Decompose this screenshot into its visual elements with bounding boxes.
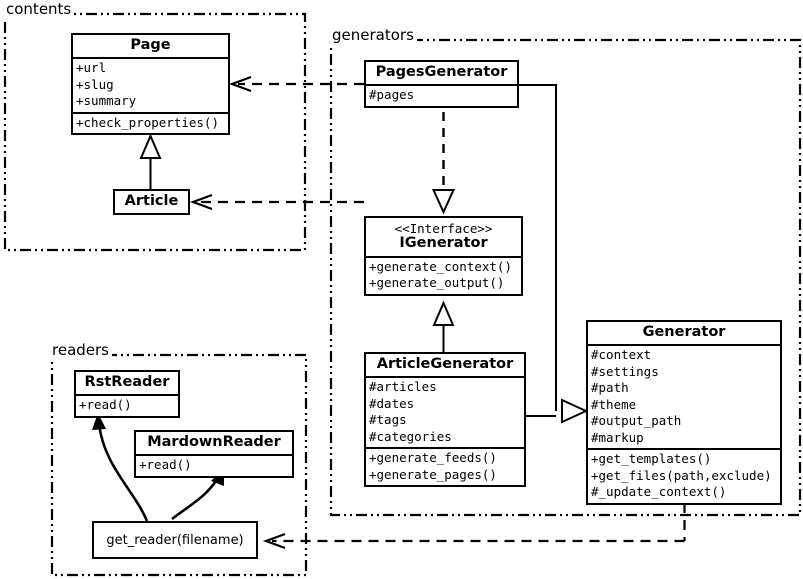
- class-box-page[interactable]: Page +url +slug +summary +check_properti…: [71, 33, 230, 136]
- class-box-mardownreader[interactable]: MardownReader +read(): [134, 430, 294, 478]
- attribute: #output_path: [591, 413, 682, 429]
- method: +get_templates(): [591, 451, 712, 467]
- method: +read(): [139, 457, 192, 473]
- generalization-articlegenerator-igenerator: [432, 300, 455, 352]
- method: +check_properties(): [76, 114, 219, 130]
- attribute: #pages: [369, 87, 415, 103]
- package-border-readers: [50, 353, 308, 577]
- class-title-generator: Generator: [642, 324, 726, 340]
- association-getreader-rstreader: [92, 413, 149, 522]
- class-box-article[interactable]: Article: [113, 189, 190, 216]
- dependency-generator-getreader: [262, 503, 686, 550]
- attribute: +slug: [76, 76, 114, 92]
- class-methods-page: +check_properties(): [73, 111, 228, 134]
- class-attributes-articlegenerator: #articles #dates #tags #categories: [366, 376, 524, 447]
- class-title-page: Page: [130, 37, 171, 53]
- class-methods-igenerator: +generate_context() +generate_output(): [366, 255, 521, 294]
- method: +generate_output(): [369, 275, 505, 291]
- generalization-arrowhead-generator: [561, 398, 589, 424]
- class-box-rstreader[interactable]: RstReader +read(): [74, 370, 180, 418]
- class-attributes-generator: #context #settings #path #theme #output_…: [588, 344, 780, 448]
- class-stereotype-igenerator: <<Interface>>: [394, 221, 493, 236]
- class-title-pagesgenerator: PagesGenerator: [375, 64, 508, 80]
- method: #_update_context(): [591, 484, 727, 500]
- class-title-article: Article: [124, 193, 179, 209]
- attribute: #categories: [369, 428, 452, 444]
- attribute: #dates: [369, 395, 415, 411]
- class-box-igenerator[interactable]: <<Interface>> IGenerator +generate_conte…: [364, 216, 523, 296]
- function-label-get-reader: get_reader(filename): [106, 532, 244, 548]
- package-label-readers: readers: [50, 341, 112, 359]
- method: +generate_context(): [369, 258, 512, 274]
- class-title-mardownreader: MardownReader: [147, 434, 281, 450]
- attribute: #settings: [591, 363, 659, 379]
- generalization-article-page: [139, 133, 162, 189]
- function-box-get-reader[interactable]: get_reader(filename): [92, 521, 258, 559]
- attribute: +url: [76, 60, 107, 76]
- class-methods-rstreader: +read(): [76, 394, 178, 416]
- class-title-igenerator: <<Interface>> IGenerator: [366, 218, 521, 256]
- package-label-generators: generators: [330, 26, 417, 44]
- class-attributes-page: +url +slug +summary: [73, 57, 228, 112]
- dependency-pagesgenerator-page: [228, 75, 364, 93]
- attribute: #context: [591, 347, 652, 363]
- package-label-contents: contents: [4, 0, 75, 18]
- realization-pagesgenerator-igenerator: [431, 112, 456, 215]
- class-title-articlegenerator: ArticleGenerator: [376, 356, 514, 372]
- class-box-pagesgenerator[interactable]: PagesGenerator #pages: [364, 60, 519, 108]
- method: +generate_pages(): [369, 466, 497, 482]
- method: +generate_feeds(): [369, 450, 497, 466]
- generalization-generators-generator: [519, 84, 557, 417]
- package-border-contents: [3, 12, 307, 252]
- class-name-igenerator: IGenerator: [399, 235, 488, 252]
- method: +get_files(path,exclude): [591, 467, 772, 483]
- package-border-generators: [329, 38, 802, 517]
- attribute: #markup: [591, 429, 644, 445]
- class-box-articlegenerator[interactable]: ArticleGenerator #articles #dates #tags …: [364, 352, 526, 488]
- attribute: #articles: [369, 379, 437, 395]
- attribute: +summary: [76, 93, 137, 109]
- attribute: #path: [591, 380, 629, 396]
- class-title-rstreader: RstReader: [84, 374, 170, 390]
- class-methods-mardownreader: +read(): [136, 454, 292, 476]
- method: +read(): [79, 397, 132, 413]
- attribute: #theme: [591, 396, 637, 412]
- attribute: #tags: [369, 412, 407, 428]
- class-attributes-pagesgenerator: #pages: [366, 84, 517, 106]
- dependency-articlegenerator-article: [189, 193, 364, 211]
- class-methods-articlegenerator: +generate_feeds() +generate_pages(): [366, 447, 524, 485]
- class-methods-generator: +get_templates() +get_files(path,exclude…: [588, 448, 780, 503]
- class-box-generator[interactable]: Generator #context #settings #path #them…: [586, 320, 782, 505]
